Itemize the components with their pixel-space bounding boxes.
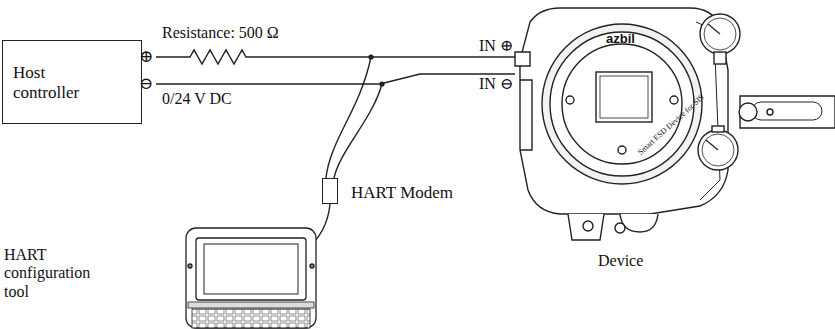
modem-lead <box>326 57 371 178</box>
resistance-label: Resistance: 500 Ω <box>162 24 279 42</box>
node-text: Host controller <box>13 63 99 102</box>
voltage-label: 0/24 V DC <box>162 90 232 108</box>
return-wire <box>156 74 515 84</box>
device-illustration <box>515 8 835 240</box>
terminal-plus: ⊕ <box>139 47 153 67</box>
terminal-in-minus: IN ⊖ <box>478 75 514 93</box>
device-label: Device <box>598 252 643 270</box>
terminal-minus: ⊖ <box>139 74 153 94</box>
resistor-wire <box>156 50 515 64</box>
tool-label: HART configuration tool <box>4 246 104 301</box>
node-text: HART Modem <box>351 183 453 203</box>
terminal-in-plus: IN ⊕ <box>478 37 514 55</box>
laptop-illustration <box>186 228 316 328</box>
host-controller-box: Host controller <box>2 40 142 124</box>
hart-modem-box: HART Modem <box>322 178 338 204</box>
brand-logo: azbil <box>606 32 635 47</box>
modem-lead <box>334 84 382 178</box>
